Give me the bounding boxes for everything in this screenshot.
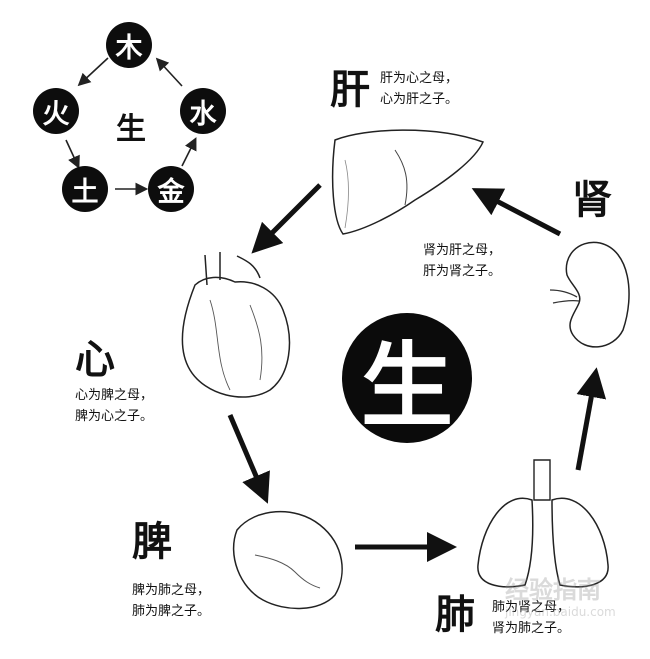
spleen-note: 脾为肺之母， 肺为脾之子。 — [132, 580, 210, 622]
lung-note-line-1: 肺为肾之母， — [492, 600, 571, 615]
liver-note: 肝为心之母， 心为肝之子。 — [380, 68, 458, 110]
arrow-kidney-liver — [471, 188, 562, 237]
liver-note-line-2: 心为肝之子。 — [380, 92, 459, 107]
kidney-title: 肾 — [572, 176, 612, 223]
kidney-note-line-2: 肝为肾之子。 — [423, 264, 502, 279]
lung-illustration — [477, 459, 609, 588]
kidney-note-line-1: 肾为肝之母， — [423, 243, 502, 258]
heart-illustration — [181, 252, 291, 398]
heart-note-line-1: 心为脾之母， — [75, 388, 154, 403]
arrow-water-wood — [155, 57, 183, 87]
arrow-lung-kidney — [575, 367, 607, 471]
small-cycle-center-label: 生 — [116, 112, 146, 147]
spleen-note-line-2: 肺为脾之子。 — [132, 604, 211, 619]
heart-note: 心为脾之母， 脾为心之子。 — [75, 385, 153, 427]
lung-title: 肺 — [435, 591, 475, 638]
spleen-note-line-1: 脾为肺之母， — [132, 583, 211, 598]
liver-illustration — [331, 129, 485, 235]
kidney-illustration — [549, 241, 630, 348]
watermark-line-2: jingyan.baidu.com — [505, 605, 616, 619]
element-wood: 木 — [106, 22, 152, 68]
element-water: 水 — [180, 88, 226, 134]
watermark: 经验指南 jingyan.baidu.com — [505, 570, 616, 619]
center-sheng-circle: 生 — [342, 313, 472, 443]
arrow-liver-heart — [251, 183, 322, 254]
arrow-heart-spleen — [227, 414, 270, 504]
kidney-note: 肾为肝之母， 肝为肾之子。 — [423, 240, 501, 282]
arrow-metal-water — [181, 137, 197, 167]
liver-note-line-1: 肝为心之母， — [380, 71, 459, 86]
arrow-wood-fire — [77, 57, 109, 87]
heart-note-line-2: 脾为心之子。 — [75, 409, 154, 424]
element-metal: 金 — [148, 166, 194, 212]
lung-note: 肺为肾之母， 肾为肺之子。 — [492, 597, 570, 639]
small-cycle-arrows — [65, 57, 197, 196]
arrow-fire-earth — [65, 139, 80, 169]
element-earth: 土 — [62, 166, 108, 212]
watermark-line-1: 经验指南 — [505, 576, 601, 604]
element-fire: 火 — [33, 88, 79, 134]
liver-title: 肝 — [330, 66, 370, 113]
spleen-title: 脾 — [132, 518, 172, 565]
heart-title: 心 — [75, 336, 115, 383]
spleen-illustration — [232, 510, 343, 610]
lung-note-line-2: 肾为肺之子。 — [492, 621, 571, 636]
